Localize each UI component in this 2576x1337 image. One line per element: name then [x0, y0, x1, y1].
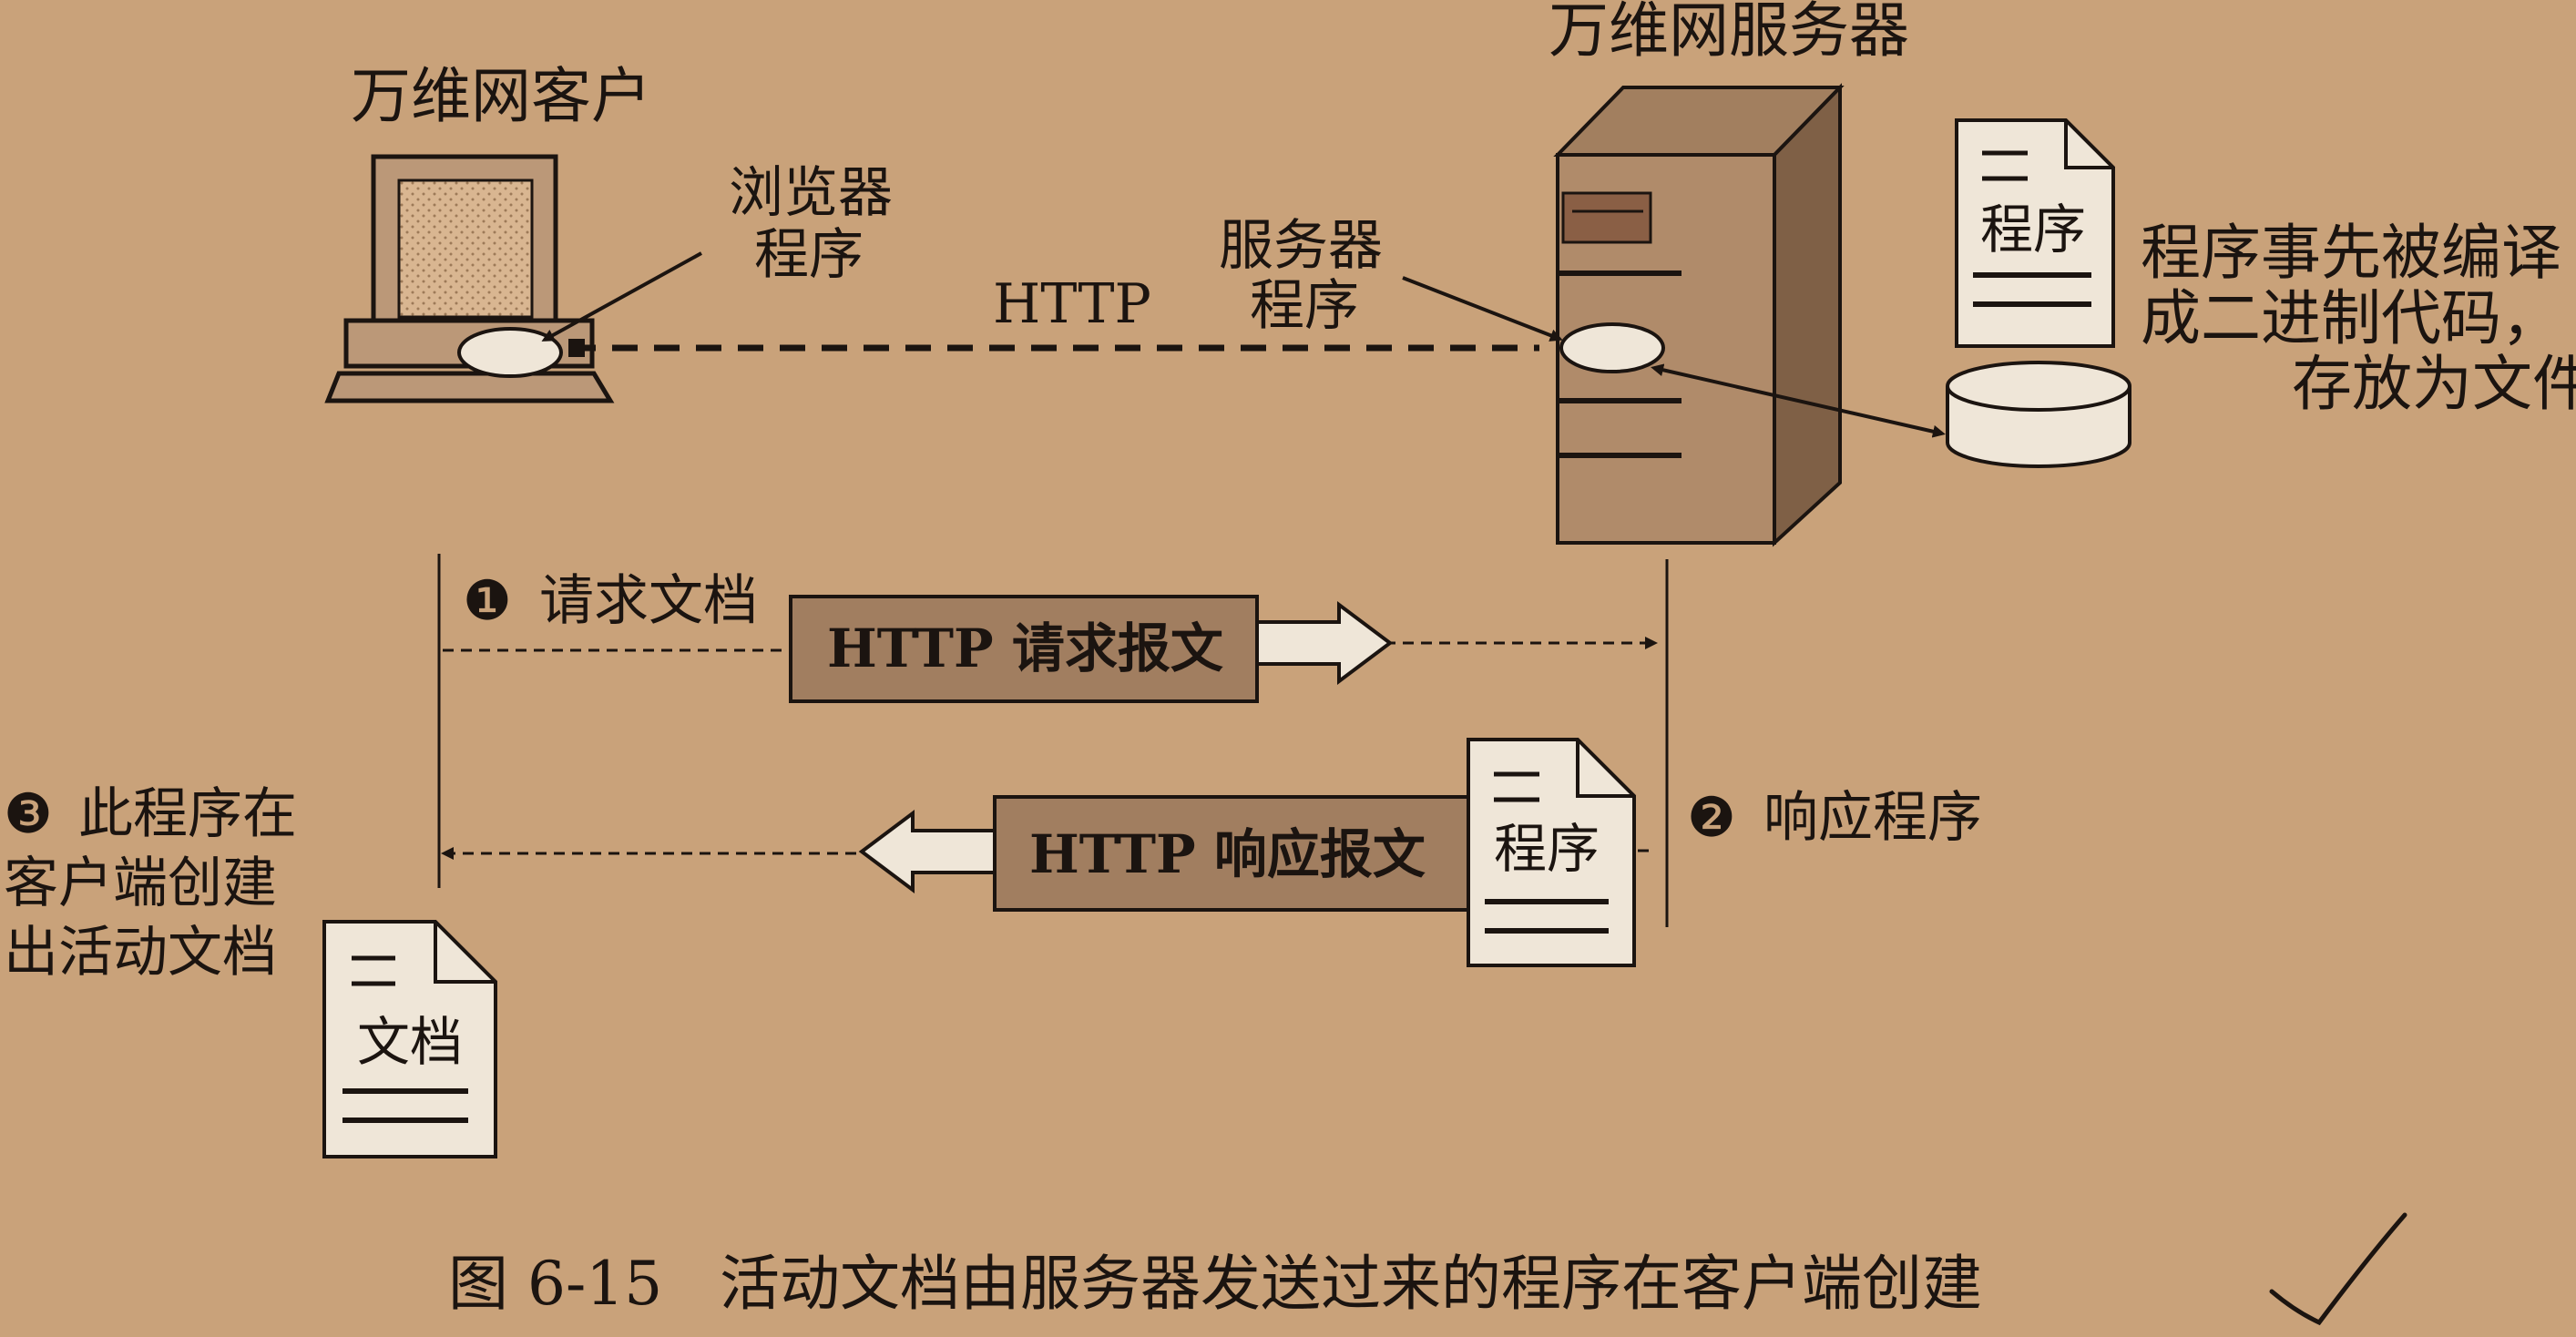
response-block-arrow	[858, 810, 997, 893]
step3-marker: ❸	[4, 782, 53, 846]
client-title: 万维网客户	[351, 61, 651, 131]
handwritten-check-mark	[2269, 1212, 2407, 1326]
storage-cylinder-icon	[1946, 361, 2131, 468]
server-title: 万维网服务器	[1549, 0, 1909, 66]
response-program-file-label: 程序	[1494, 818, 1600, 880]
figure-caption: 活动文档由服务器发送过来的程序在客户端创建	[720, 1249, 1982, 1319]
server-program-label-line2: 程序	[1250, 274, 1359, 338]
step1-label: 请求文档	[539, 569, 758, 633]
request-message-label: HTTP 请求报文	[827, 617, 1223, 679]
step2-marker: ❷	[1687, 786, 1736, 850]
response-message-label: HTTP 响应报文	[1029, 823, 1426, 885]
server-program-label-line1: 服务器	[1219, 214, 1383, 278]
program-note-line2: 成二进制代码，	[2141, 283, 2561, 353]
program-note-line3: 存放为文件	[2292, 349, 2576, 419]
browser-program-label-line1: 浏览器	[729, 161, 893, 225]
server-program-pointer	[1402, 276, 1563, 342]
figure-number: 图 6-15	[448, 1249, 662, 1319]
server-storage-arrow	[1651, 363, 1946, 438]
browser-program-label-line2: 程序	[754, 223, 864, 287]
server-program-ellipse	[1559, 322, 1665, 373]
client-document-label: 文档	[357, 1011, 463, 1073]
step3-label-line2: 客户端创建	[4, 852, 277, 915]
client-document-icon	[322, 920, 497, 1158]
request-block-arrow	[1255, 601, 1394, 685]
browser-program-pointer	[541, 251, 702, 342]
program-file-icon	[1955, 118, 2115, 348]
response-program-file-icon	[1467, 738, 1636, 967]
server-tower-icon	[1553, 83, 1845, 547]
request-message-box	[789, 595, 1259, 703]
http-link-end-client	[568, 339, 585, 357]
browser-program-ellipse	[457, 327, 563, 378]
step3-label-line3: 出活动文档	[4, 921, 277, 985]
http-link-label: HTTP	[993, 272, 1151, 336]
step1-marker: ❶	[463, 569, 512, 633]
response-message-box	[993, 795, 1470, 912]
step3-label-line1: 此程序在	[78, 782, 297, 846]
step2-label: 响应程序	[1763, 786, 1982, 850]
program-file-label: 程序	[1980, 199, 2086, 260]
program-note-line1: 程序事先被编译	[2141, 218, 2561, 288]
